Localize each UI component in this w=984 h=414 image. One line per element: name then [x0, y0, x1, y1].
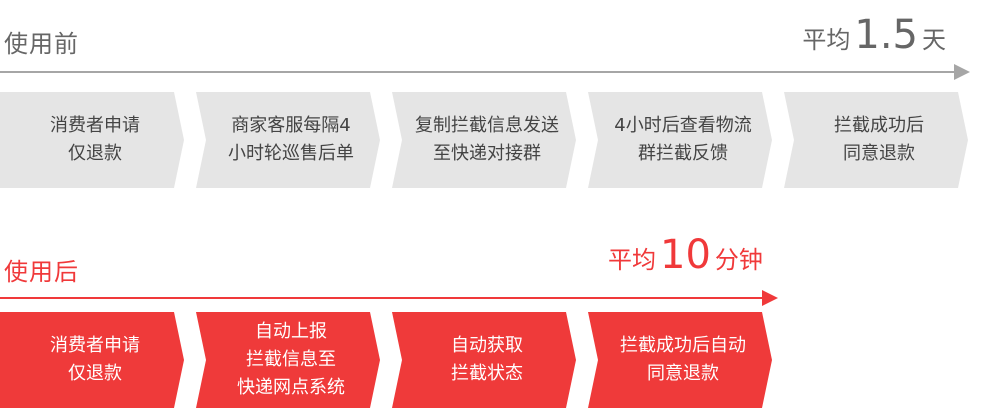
after-section: 使用后 平均 10 分钟 消费者申请 仅退款 自动上报 拦截信息至 快递网点系统… [0, 200, 984, 414]
before-average-prefix: 平均 [802, 26, 851, 54]
before-average: 平均 1.5 天 [802, 12, 946, 58]
before-section: 使用前 平均 1.5 天 消费者申请 仅退款 商家客服每隔4 小时轮巡售后单 复… [0, 0, 984, 200]
before-step-5: 拦截成功后 同意退款 [784, 92, 968, 188]
before-step-4: 4小时后查看物流 群拦截反馈 [588, 92, 772, 188]
before-steps: 消费者申请 仅退款 商家客服每隔4 小时轮巡售后单 复制拦截信息发送 至快递对接… [0, 92, 984, 188]
after-step-2-text: 自动上报 拦截信息至 快递网点系统 [237, 321, 345, 398]
before-step-3: 复制拦截信息发送 至快递对接群 [392, 92, 576, 188]
after-average-unit: 分钟 [714, 246, 763, 274]
after-timeline-arrow [0, 290, 778, 306]
after-step-4: 拦截成功后自动 同意退款 [588, 312, 772, 408]
after-steps: 消费者申请 仅退款 自动上报 拦截信息至 快递网点系统 自动获取 拦截状态 拦截… [0, 312, 790, 408]
before-step-1-text: 消费者申请 仅退款 [50, 115, 140, 164]
before-label: 使用前 [4, 30, 79, 58]
before-timeline-arrow [0, 64, 970, 80]
after-step-3: 自动获取 拦截状态 [392, 312, 576, 408]
before-step-2: 商家客服每隔4 小时轮巡售后单 [196, 92, 380, 188]
before-average-unit: 天 [922, 26, 946, 54]
before-step-2-text: 商家客服每隔4 小时轮巡售后单 [228, 115, 354, 164]
after-step-1: 消费者申请 仅退款 [0, 312, 184, 408]
after-step-1-text: 消费者申请 仅退款 [50, 335, 140, 384]
after-step-4-text: 拦截成功后自动 同意退款 [620, 335, 746, 384]
before-step-5-text: 拦截成功后 同意退款 [834, 115, 924, 164]
after-average-value: 10 [660, 232, 711, 278]
after-step-2: 自动上报 拦截信息至 快递网点系统 [196, 312, 380, 408]
before-step-3-text: 复制拦截信息发送 至快递对接群 [415, 115, 559, 164]
after-step-3-text: 自动获取 拦截状态 [451, 335, 523, 384]
after-average-prefix: 平均 [608, 246, 656, 274]
before-step-1: 消费者申请 仅退款 [0, 92, 184, 188]
before-average-value: 1.5 [854, 12, 918, 58]
before-step-4-text: 4小时后查看物流 群拦截反馈 [614, 115, 752, 164]
after-label: 使用后 [4, 258, 79, 286]
after-average: 平均 10 分钟 [608, 232, 763, 278]
